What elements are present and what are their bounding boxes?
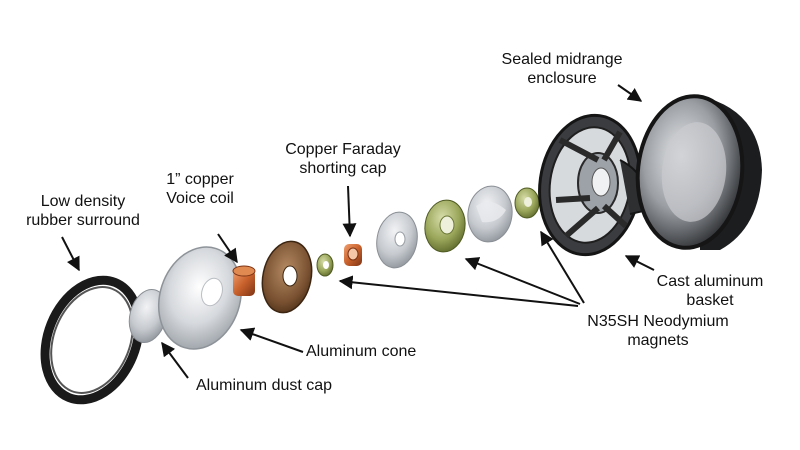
label-voice-coil-line2: Voice coil <box>166 190 234 207</box>
aluminum-washer <box>376 211 418 269</box>
arrow-dust-cap <box>161 341 189 379</box>
arrow-enclosure <box>617 84 643 102</box>
label-magnets-line2: magnets <box>627 332 689 349</box>
label-faraday-cap-line1: Copper Faraday <box>285 141 401 158</box>
label-enclosure-line2: enclosure <box>527 70 597 87</box>
sealed-midrange-enclosure <box>635 94 762 250</box>
arrow-voice-coil <box>217 233 238 264</box>
aluminum-cone <box>157 246 243 350</box>
label-magnets: N35SH Neodymium magnets <box>568 312 748 350</box>
arrow-basket <box>624 255 655 271</box>
label-magnets-line1: N35SH Neodymium <box>587 313 729 330</box>
small-magnet-front <box>316 253 334 277</box>
arrow-magnet-1 <box>338 275 579 307</box>
label-rubber-surround: Low density rubber surround <box>8 192 158 230</box>
arrow-surround <box>61 236 80 272</box>
label-voice-coil-line1: 1” copper <box>166 171 234 188</box>
label-voice-coil: 1” copper Voice coil <box>140 170 260 208</box>
arrow-magnet-2 <box>464 257 581 305</box>
callout-arrows <box>61 84 655 379</box>
label-basket-line2: basket <box>686 292 734 309</box>
rubber-surround <box>40 275 144 405</box>
label-aluminum-cone: Aluminum cone <box>306 343 417 360</box>
arrow-magnet-3 <box>540 230 585 304</box>
cast-aluminum-basket <box>538 113 650 257</box>
aluminum-pole-piece <box>467 185 513 243</box>
arrow-cone <box>239 327 304 353</box>
arrow-faraday <box>342 185 357 238</box>
label-basket: Cast aluminum basket <box>640 272 780 310</box>
faraday-shorting-cap <box>344 244 362 266</box>
label-rubber-surround-line2: rubber surround <box>26 212 140 229</box>
label-rubber-surround-line1: Low density <box>40 193 126 210</box>
voice-coil <box>232 265 256 296</box>
voice-coil-former-disc <box>261 240 313 314</box>
label-enclosure-line1: Sealed midrange <box>501 51 623 68</box>
label-faraday-cap-line2: shorting cap <box>299 160 387 177</box>
small-magnet-rear <box>514 187 540 219</box>
label-enclosure: Sealed midrange enclosure <box>482 50 642 88</box>
label-faraday-cap: Copper Faraday shorting cap <box>268 140 418 178</box>
label-basket-line1: Cast aluminum <box>656 273 764 290</box>
large-magnet <box>424 199 466 253</box>
label-aluminum-dust-cap: Aluminum dust cap <box>196 377 333 394</box>
